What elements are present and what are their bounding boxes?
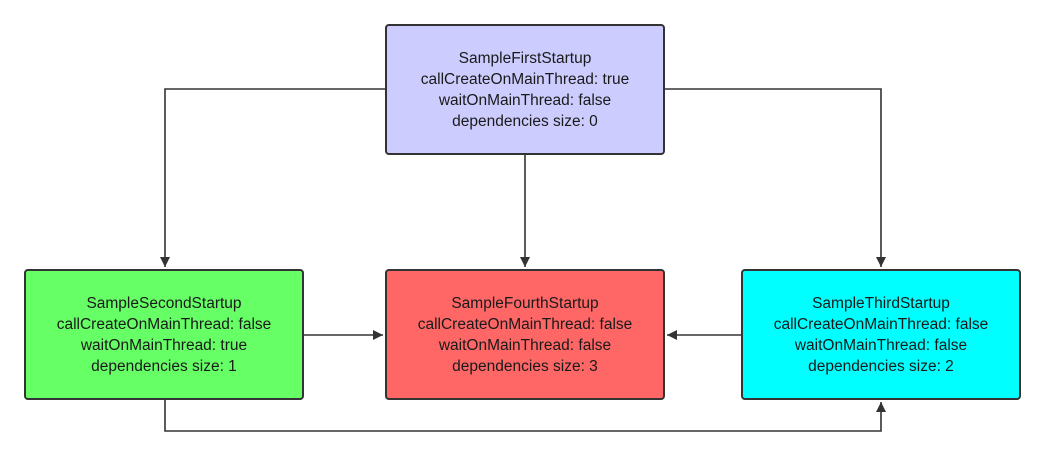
node-title: SampleFourthStartup xyxy=(451,294,599,312)
node-dependencies: dependencies size: 3 xyxy=(452,357,598,375)
node-call-create: callCreateOnMainThread: false xyxy=(56,315,272,333)
node-title: SampleFirstStartup xyxy=(458,49,592,67)
edge-first-to-second xyxy=(160,88,385,267)
node-call-create: callCreateOnMainThread: false xyxy=(417,315,633,333)
node-sample-fourth-startup: SampleFourthStartup callCreateOnMainThre… xyxy=(385,269,665,400)
node-wait: waitOnMainThread: true xyxy=(80,336,248,354)
node-title: SampleThirdStartup xyxy=(812,294,950,312)
node-call-create: callCreateOnMainThread: false xyxy=(773,315,989,333)
node-sample-third-startup: SampleThirdStartup callCreateOnMainThrea… xyxy=(741,269,1021,400)
node-sample-second-startup: SampleSecondStartup callCreateOnMainThre… xyxy=(24,269,304,400)
node-call-create: callCreateOnMainThread: true xyxy=(420,70,630,88)
node-dependencies: dependencies size: 1 xyxy=(91,357,237,375)
node-title: SampleSecondStartup xyxy=(86,294,242,312)
node-sample-first-startup: SampleFirstStartup callCreateOnMainThrea… xyxy=(385,24,665,155)
node-wait: waitOnMainThread: false xyxy=(794,336,968,354)
edge-second-to-third xyxy=(164,400,886,432)
node-dependencies: dependencies size: 0 xyxy=(452,112,598,130)
node-dependencies: dependencies size: 2 xyxy=(808,357,954,375)
edge-first-to-third xyxy=(665,88,886,267)
node-wait: waitOnMainThread: false xyxy=(438,336,612,354)
node-wait: waitOnMainThread: false xyxy=(438,91,612,109)
